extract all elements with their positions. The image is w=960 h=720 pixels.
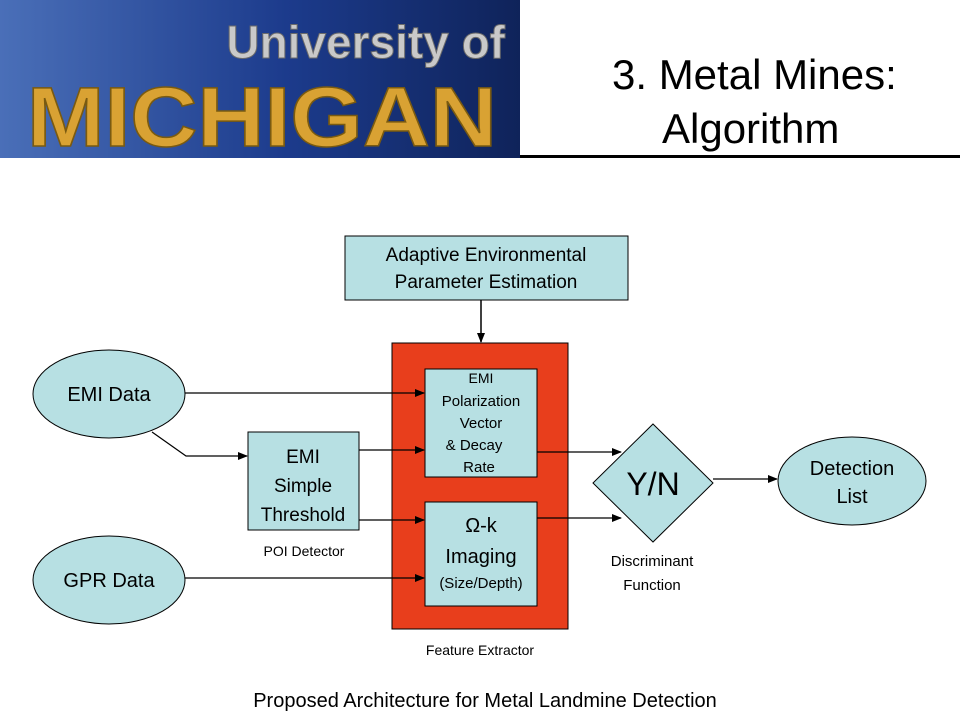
emi-data-label: EMI Data <box>67 384 151 406</box>
title-line2: Algorithm <box>662 105 840 152</box>
detection-line1: Detection <box>810 458 895 480</box>
polarization-line3: Vector <box>460 415 503 432</box>
polarization-box <box>424 368 538 478</box>
imaging-line2: Imaging <box>445 546 516 568</box>
detection-list-node <box>777 436 927 526</box>
title-underline <box>520 155 960 158</box>
title-line1: 3. Metal Mines: <box>612 51 897 98</box>
polarization-line5: Rate <box>463 459 495 476</box>
university-logo: University of MICHIGAN <box>0 0 520 158</box>
polarization-line2: Polarization <box>442 393 520 410</box>
logo-line2: MICHIGAN <box>27 70 497 158</box>
detection-line2: List <box>836 486 868 508</box>
decision-diamond <box>592 423 714 543</box>
arrow-emi-to-threshold <box>151 431 248 460</box>
threshold-box <box>247 431 360 531</box>
imaging-box <box>424 501 538 607</box>
threshold-line2: Simple <box>274 476 332 497</box>
gpr-data-label: GPR Data <box>63 570 155 592</box>
adaptive-line1: Adaptive Environmental <box>386 245 587 266</box>
slide-title: 3. Metal Mines: Algorithm <box>590 48 950 156</box>
polarization-line4: & Decay <box>446 437 503 454</box>
feature-extractor-label: Feature Extractor <box>426 642 534 658</box>
yn-label: Y/N <box>626 466 679 502</box>
adaptive-estimation-box <box>344 235 629 301</box>
gpr-data-node <box>32 535 186 625</box>
emi-data-node <box>32 349 186 439</box>
diagram-caption: Proposed Architecture for Metal Landmine… <box>253 690 717 712</box>
poi-detector-label: POI Detector <box>264 543 345 559</box>
discriminant-line2: Function <box>623 577 681 594</box>
imaging-line1: Ω-k <box>465 515 498 537</box>
adaptive-line2: Parameter Estimation <box>395 272 578 293</box>
logo-line1: University of <box>226 16 505 68</box>
threshold-line1: EMI <box>286 447 320 468</box>
polarization-line1: EMI <box>469 370 494 386</box>
threshold-line3: Threshold <box>261 505 346 526</box>
discriminant-line1: Discriminant <box>611 553 694 570</box>
imaging-line3: (Size/Depth) <box>439 575 522 592</box>
